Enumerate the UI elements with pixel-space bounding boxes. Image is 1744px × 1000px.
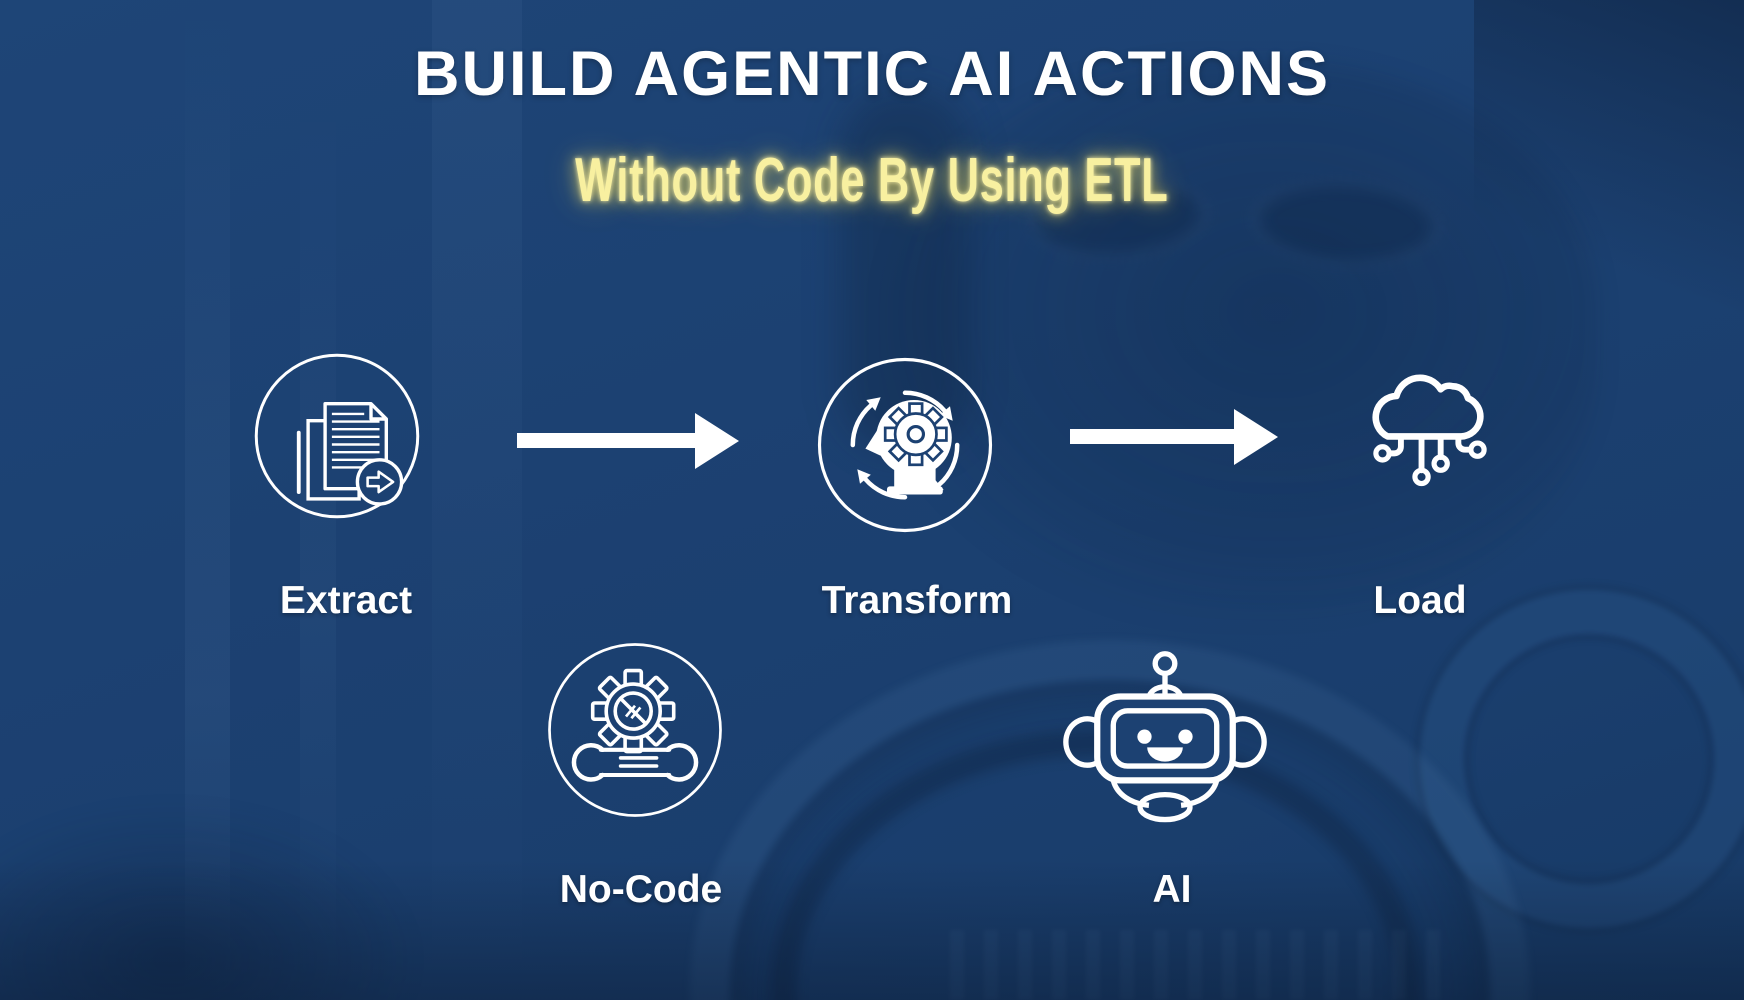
- step-label-load: Load: [1373, 579, 1467, 622]
- mind-gear-cycle-icon: [815, 355, 995, 535]
- document-extract-icon: [252, 351, 422, 521]
- background-machine-stripes: [950, 930, 1450, 1000]
- background-robot-face: [880, 60, 1600, 620]
- background-dark-patch: [0, 800, 420, 1000]
- step-label-transform: Transform: [821, 579, 1013, 622]
- page-subtitle: Without Code By Using ETL: [0, 148, 1744, 214]
- step-label-extract: Extract: [279, 579, 413, 622]
- background-machine-ring: [1420, 590, 1744, 928]
- page-subtitle-text: Without Code By Using ETL: [575, 146, 1169, 215]
- capability-label-ai: AI: [1152, 868, 1192, 911]
- no-code-gear-wrench-icon: [545, 640, 725, 820]
- wrench-shape: [571, 743, 699, 782]
- background-vignette: [0, 860, 1744, 1000]
- cloud-network-icon: [1342, 342, 1504, 497]
- right-arrow: [517, 413, 739, 469]
- right-arrow: [1070, 409, 1280, 465]
- page-title: BUILD AGENTIC AI ACTIONS: [414, 39, 1330, 109]
- ai-robot-icon: [1058, 641, 1272, 827]
- capability-label-no-code: No-Code: [559, 868, 723, 911]
